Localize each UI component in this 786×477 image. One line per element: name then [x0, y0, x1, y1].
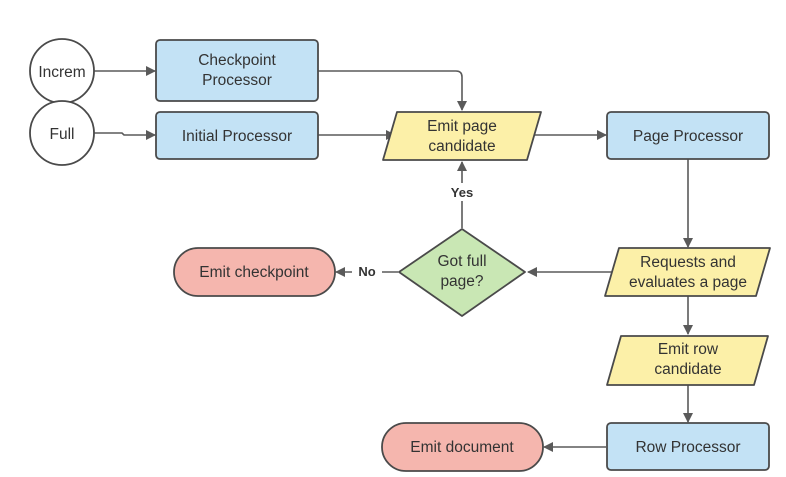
- edge-checkpoint-to-emit-page: [318, 70, 467, 111]
- increm-label: Increm: [38, 64, 85, 81]
- row-processor-node: Row Processor: [606, 422, 770, 471]
- emit-page-candidate-node: Emit page candidate: [382, 111, 542, 161]
- requests-evaluates-line2: evaluates a page: [629, 274, 747, 291]
- requests-evaluates-line1: Requests and: [640, 254, 736, 271]
- emit-page-candidate-line2: candidate: [428, 138, 495, 155]
- initial-processor-node: Initial Processor: [155, 111, 319, 160]
- requests-evaluates-node: Requests and evaluates a page: [604, 247, 771, 297]
- yes-label: Yes: [451, 185, 473, 200]
- emit-checkpoint-node: Emit checkpoint: [173, 247, 336, 297]
- increm-node: Increm: [29, 38, 95, 104]
- got-full-page-decision: Got full page?: [398, 228, 526, 317]
- emit-page-candidate-line1: Emit page: [427, 118, 497, 135]
- emit-document-node: Emit document: [381, 422, 544, 472]
- yes-label-bg: [446, 183, 478, 201]
- no-label: No: [358, 264, 375, 279]
- full-label: Full: [50, 126, 75, 143]
- checkpoint-processor-line1: Checkpoint: [198, 52, 276, 69]
- emit-row-candidate-node: Emit row candidate: [606, 335, 769, 386]
- initial-processor-label: Initial Processor: [182, 128, 292, 145]
- full-node: Full: [29, 100, 95, 166]
- checkpoint-processor-line2: Processor: [202, 72, 272, 89]
- emit-checkpoint-label: Emit checkpoint: [199, 264, 309, 281]
- checkpoint-processor-node: Checkpoint Processor: [155, 39, 319, 102]
- edge-full-to-initial: [93, 130, 156, 140]
- emit-row-candidate-line1: Emit row: [658, 341, 719, 358]
- emit-document-label: Emit document: [410, 439, 514, 456]
- got-full-page-line1: Got full: [437, 253, 486, 270]
- emit-row-candidate-line2: candidate: [654, 361, 721, 378]
- no-label-bg: [352, 263, 382, 281]
- row-processor-label: Row Processor: [635, 439, 740, 456]
- page-processor-node: Page Processor: [606, 111, 770, 160]
- got-full-page-line2: page?: [440, 273, 483, 290]
- page-processor-label: Page Processor: [633, 128, 743, 145]
